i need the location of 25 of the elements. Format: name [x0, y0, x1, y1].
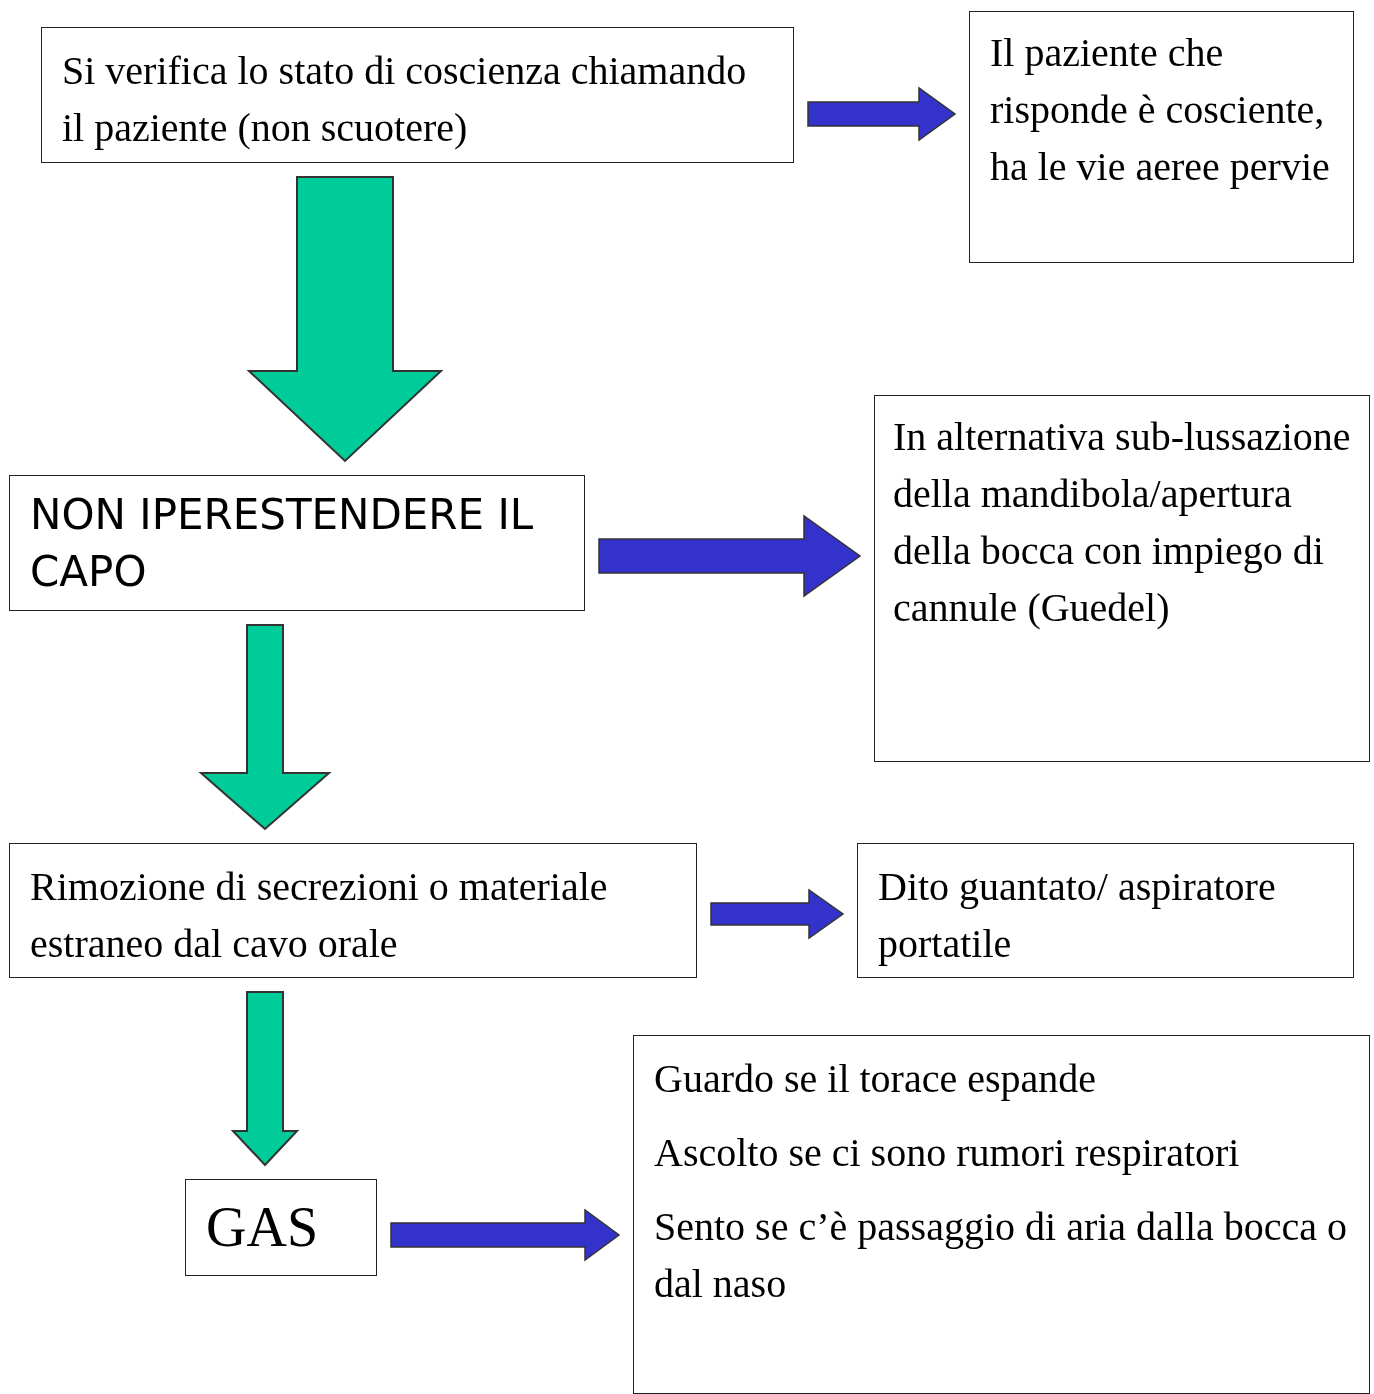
block-arrow — [246, 176, 444, 463]
text-box — [857, 843, 1354, 978]
text-box — [185, 1179, 377, 1276]
box-text: Guardo se il torace espande — [654, 1055, 1098, 1103]
block-arrow — [230, 991, 300, 1167]
box-text: In alternativa sub-lussazione della mandibola/apertura della bocca con impiego di cannule (Guedel) — [893, 413, 1351, 632]
box-text: Rimozione di secrezioni o materiale estraneo dal cavo orale — [30, 863, 609, 968]
box-text: Sento se c’è passaggio di aria dalla bocca o dal naso — [654, 1203, 1349, 1308]
box-text: Il paziente che risponde è cosciente, ha le vie aeree pervie — [990, 29, 1331, 191]
box-text: GAS — [206, 1195, 320, 1260]
block-arrow — [710, 888, 845, 940]
text-box — [9, 843, 697, 978]
block-arrow — [598, 514, 862, 598]
box-text: Si verifica lo stato di coscienza chiamando il paziente (non scuotere) — [62, 47, 748, 152]
box-text: Dito guantato/ aspiratore portatile — [878, 863, 1277, 968]
block-arrow — [198, 624, 332, 831]
text-box — [874, 395, 1370, 762]
text-box — [9, 475, 585, 611]
text-box — [633, 1035, 1370, 1394]
box-text: Ascolto se ci sono rumori respiratori — [654, 1129, 1241, 1177]
text-box — [969, 11, 1354, 263]
block-arrow — [807, 86, 957, 142]
block-arrow — [390, 1208, 621, 1262]
box-text: NON IPERESTENDERE IL CAPO — [30, 489, 535, 598]
text-box — [41, 27, 794, 163]
